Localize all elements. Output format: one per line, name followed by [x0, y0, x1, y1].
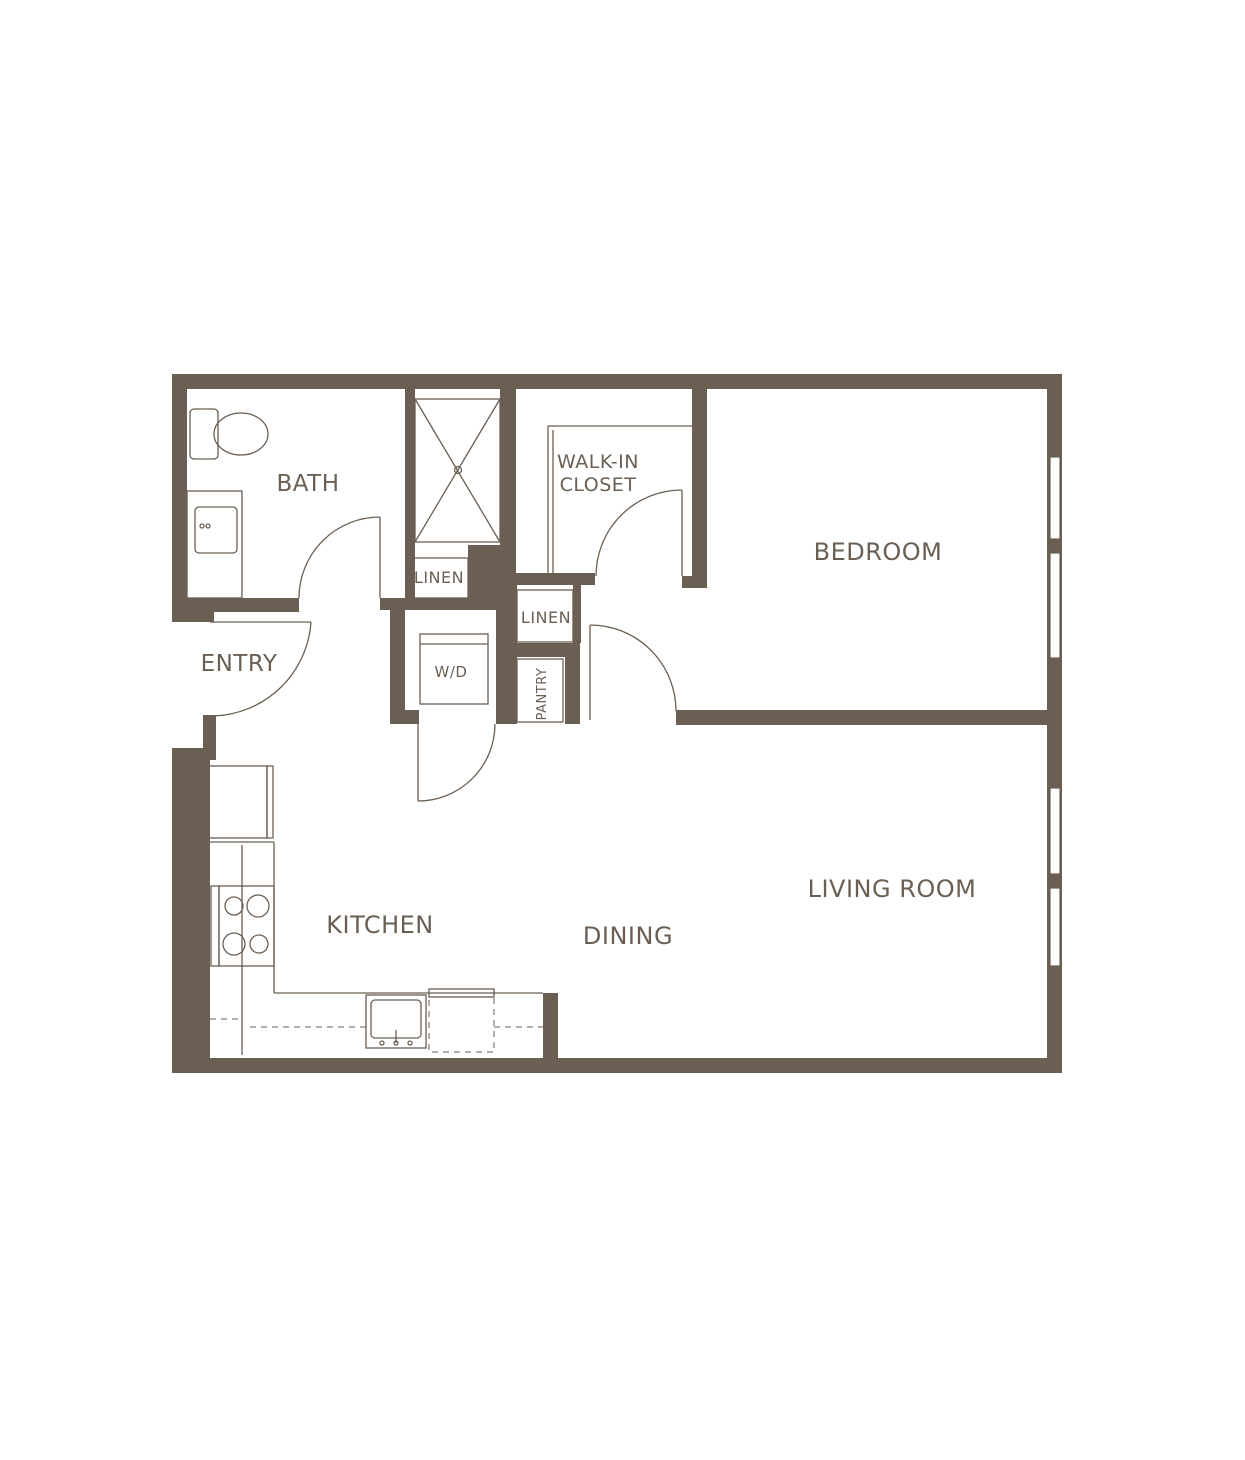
toilet-icon — [189, 408, 269, 460]
bath-label: BATH — [276, 471, 339, 497]
refrigerator-icon — [204, 765, 274, 839]
bath-sink-icon — [186, 490, 243, 599]
dishwasher-icon — [428, 988, 495, 1053]
walk-in-closet-label-line2: CLOSET — [560, 474, 637, 496]
linen-closet-2 — [516, 589, 574, 643]
stove-icon — [210, 885, 275, 967]
linen-closet-1 — [410, 557, 469, 599]
entry-label: ENTRY — [201, 651, 278, 677]
walk-in-closet-label-line1: WALK-IN — [557, 451, 639, 473]
doors — [210, 425, 692, 802]
linen-label-2: LINEN — [521, 608, 571, 627]
entry-door[interactable] — [210, 621, 312, 717]
interior-walls — [172, 374, 1062, 1073]
kitchen-label: KITCHEN — [326, 911, 434, 939]
living-room-label: LIVING ROOM — [808, 875, 977, 903]
wd-door[interactable] — [417, 723, 496, 802]
bedroom-label: BEDROOM — [814, 538, 943, 566]
kitchen-sink-icon — [365, 994, 427, 1049]
pantry-label: PANTRY — [535, 668, 550, 721]
room-labels: BATH WALK-IN CLOSET BEDROOM LINEN LINEN … — [201, 451, 977, 950]
dining-label: DINING — [583, 922, 673, 950]
closet-door[interactable] — [595, 489, 683, 577]
shower-icon — [414, 398, 501, 543]
bath-door[interactable] — [298, 516, 381, 599]
linen-label-1: LINEN — [414, 568, 464, 587]
windows — [1049, 456, 1061, 967]
bedroom-door[interactable] — [589, 624, 677, 720]
washer-dryer-icon — [419, 633, 489, 705]
washer-dryer-label: W/D — [435, 663, 468, 681]
pantry-closet — [516, 658, 564, 723]
kitchen-counter — [210, 841, 543, 1055]
fixtures — [186, 398, 574, 1055]
